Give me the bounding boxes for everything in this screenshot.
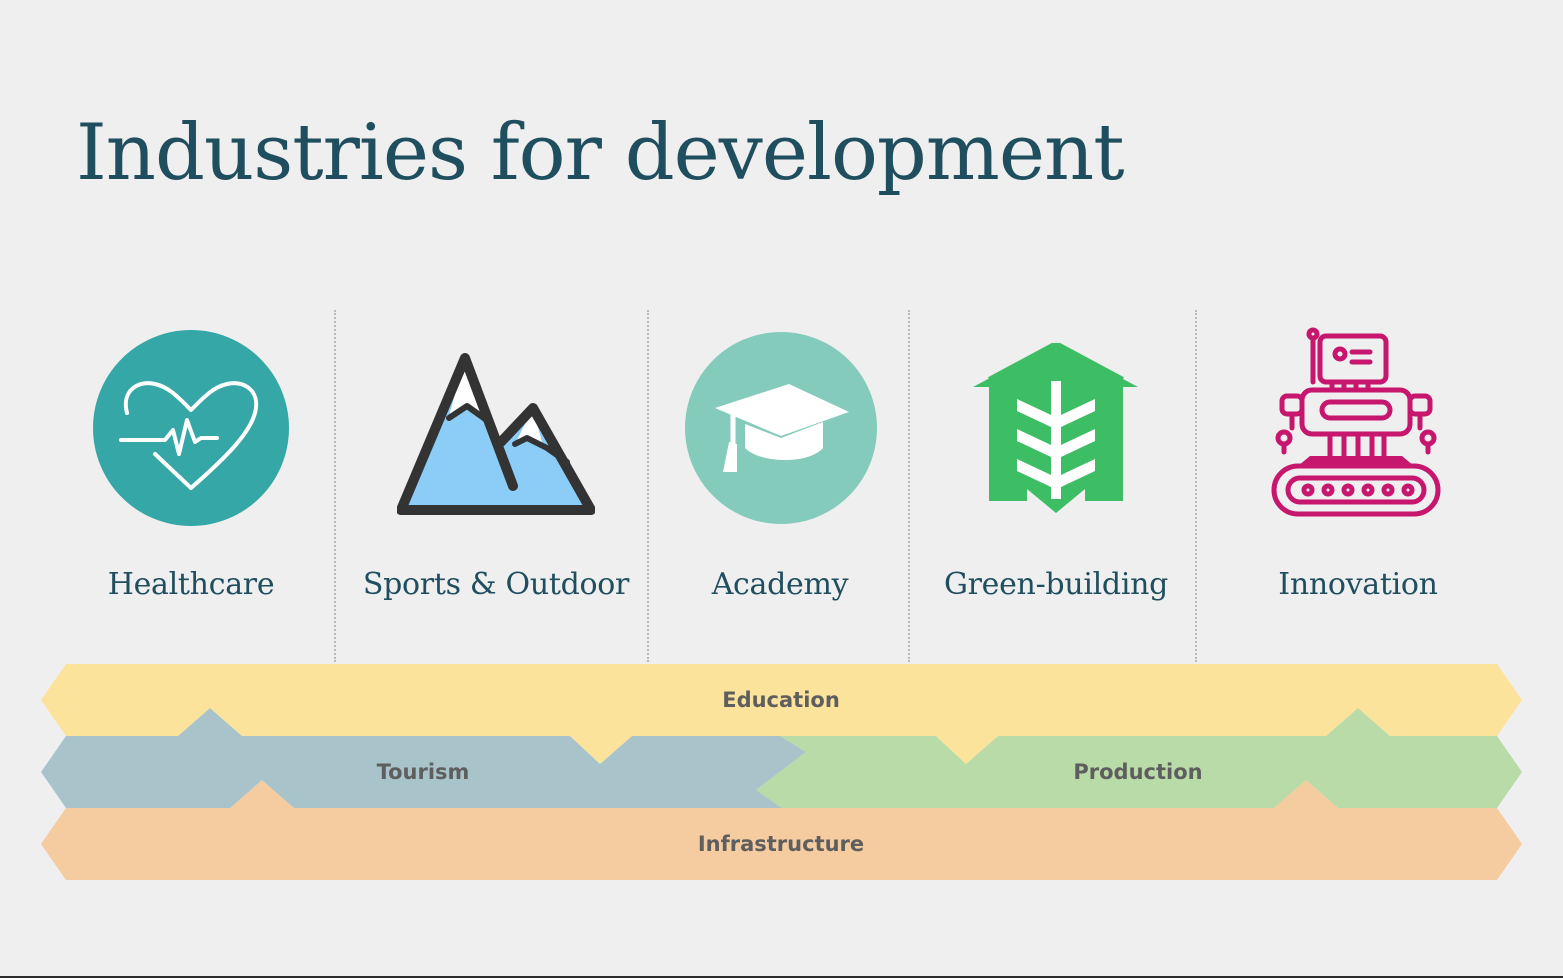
column-divider [908,310,910,662]
industry-label-sports-outdoor: Sports & Outdoor [362,567,630,602]
band-production [756,708,1522,808]
page-title: Industries for development [76,108,1125,198]
band-label-production: Production [1073,760,1203,784]
robot-icon [1271,327,1441,517]
band-label-education: Education [722,688,840,712]
band-infrastructure [41,780,1522,880]
industry-label-innovation: Innovation [1278,567,1438,602]
band-label-tourism: Tourism [376,760,470,784]
green-building-icon [973,343,1138,513]
graduation-cap-icon [685,332,877,524]
band-education [41,664,1522,764]
column-divider [334,310,336,662]
industry-label-green-building: Green-building [943,567,1169,602]
band-label-infrastructure: Infrastructure [697,832,865,856]
industry-label-academy: Academy [711,567,849,602]
heartbeat-icon [93,330,289,526]
column-divider [1195,310,1197,662]
mountains-icon [397,353,595,515]
column-divider [647,310,649,662]
bottom-border [0,976,1563,978]
band-tourism [41,708,806,808]
industry-label-healthcare: Healthcare [107,567,275,602]
